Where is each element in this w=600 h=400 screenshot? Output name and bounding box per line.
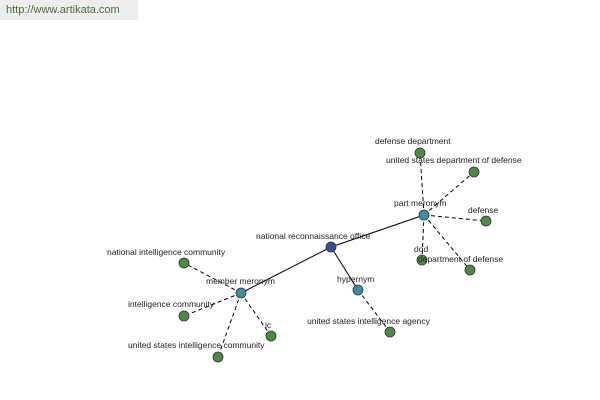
edge-part-usdod — [423, 171, 475, 216]
leaf-node-usia[interactable] — [384, 326, 396, 338]
leaf-node-usic[interactable] — [212, 351, 224, 363]
edge-root-part — [330, 214, 425, 248]
root-node[interactable] — [325, 241, 337, 253]
graph-labels: national reconnaissance office part meron… — [107, 136, 522, 350]
edge-member-ic — [183, 292, 242, 317]
leaf-node-ic[interactable] — [178, 310, 190, 322]
node-label-usic: united states intelligence community — [128, 340, 265, 350]
edge-member-c — [240, 292, 272, 337]
leaf-node-dept[interactable] — [464, 264, 476, 276]
node-label-c: ic — [265, 320, 272, 330]
edge-root-member — [240, 246, 332, 294]
watermark-link[interactable]: http://www.artikata.com — [0, 0, 138, 20]
edge-part-defense — [423, 214, 487, 222]
node-label-hyper: hypernym — [337, 274, 374, 284]
leaf-node-usdod[interactable] — [468, 166, 480, 178]
node-label-defdept: defense department — [375, 136, 451, 146]
node-label-nic: national intelligence community — [107, 247, 226, 257]
node-label-usia: united states intelligence agency — [307, 316, 431, 326]
node-label-usdod: united states department of defense — [386, 155, 522, 165]
relation-node-part[interactable] — [418, 209, 430, 221]
node-label-member: member meronym — [206, 276, 275, 286]
node-label-part: part meronym — [394, 198, 446, 208]
node-label-root: national reconnaissance office — [256, 231, 370, 241]
edge-hyper-usia — [357, 289, 391, 333]
leaf-node-dod[interactable] — [416, 254, 428, 266]
graph-edges — [183, 152, 487, 358]
edge-part-dod — [421, 214, 425, 261]
node-label-dod: dod — [414, 244, 428, 254]
relation-node-hyper[interactable] — [352, 284, 364, 296]
edge-member-nic — [183, 262, 242, 294]
graph-nodes — [178, 147, 492, 363]
edge-part-dept — [423, 214, 471, 271]
leaf-node-nic[interactable] — [178, 257, 190, 269]
node-label-dept: department of defense — [418, 254, 503, 264]
leaf-node-defdept[interactable] — [414, 147, 426, 159]
leaf-node-c[interactable] — [265, 330, 277, 342]
edge-root-hyper — [330, 246, 359, 291]
node-label-ic: intelligence community — [128, 299, 215, 309]
leaf-node-defense[interactable] — [480, 215, 492, 227]
edge-part-defdept — [419, 152, 425, 216]
relation-node-member[interactable] — [235, 287, 247, 299]
edge-member-usic — [217, 292, 242, 358]
node-label-defense: defense — [468, 205, 499, 215]
